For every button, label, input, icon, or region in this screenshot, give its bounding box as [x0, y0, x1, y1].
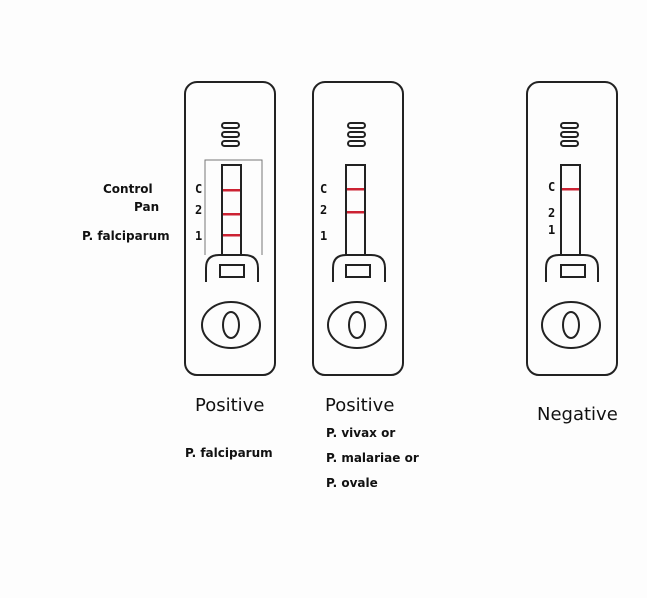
band-pf: [223, 234, 240, 237]
result-label-2: Positive: [325, 395, 395, 416]
sample-well-outer: [201, 301, 261, 349]
sample-well-inner: [562, 311, 580, 339]
bands-layer: [223, 188, 579, 237]
line-label-c: C: [320, 182, 328, 196]
sample-label-box: [219, 264, 245, 278]
result-label-1: Positive: [195, 395, 265, 416]
window-frame: [204, 159, 263, 255]
result-label-3: Negative: [537, 404, 618, 425]
line-label-2: 2: [195, 203, 203, 217]
cassette-2-body: [312, 81, 404, 376]
species-label: P. vivax or: [326, 426, 396, 440]
sample-well-shoulder: [205, 254, 259, 282]
sample-well-inner: [222, 311, 240, 339]
band-control: [347, 188, 364, 191]
cassette-3: [526, 81, 618, 376]
line-label-2: 2: [548, 206, 556, 220]
result-window: [221, 164, 242, 256]
grip-icon: [347, 122, 366, 147]
legend-pan-label: Pan: [134, 200, 160, 214]
sample-well-shoulder: [332, 254, 386, 282]
cassette-1-body: [184, 81, 276, 376]
sample-label-box: [345, 264, 371, 278]
result-window: [345, 164, 366, 256]
band-pan: [347, 211, 364, 214]
sample-well-inner: [348, 311, 366, 339]
line-label-2: 2: [320, 203, 328, 217]
line-label-1: 1: [320, 229, 328, 243]
grip-icon: [560, 122, 579, 147]
cassette-3-body: [526, 81, 618, 376]
line-label-1: 1: [195, 229, 203, 243]
legend-control-label: Control: [103, 182, 153, 196]
species-label: P. falciparum: [185, 446, 273, 460]
sample-well-outer: [327, 301, 387, 349]
result-window: [560, 164, 581, 256]
legend-pf-label: P. falciparum: [82, 229, 170, 243]
sample-well-shoulder: [545, 254, 599, 282]
sample-well-outer: [541, 301, 601, 349]
line-label-c: C: [195, 182, 203, 196]
sample-label-box: [560, 264, 586, 278]
band-pan: [223, 213, 240, 216]
line-label-c: C: [548, 180, 556, 194]
species-label: P. ovale: [326, 476, 378, 490]
band-control: [223, 189, 240, 192]
grip-icon: [221, 122, 240, 147]
band-control: [562, 188, 579, 191]
cassette-2: [312, 81, 404, 376]
cassette-1: [184, 81, 276, 376]
line-label-1: 1: [548, 223, 556, 237]
species-label: P. malariae or: [326, 451, 419, 465]
